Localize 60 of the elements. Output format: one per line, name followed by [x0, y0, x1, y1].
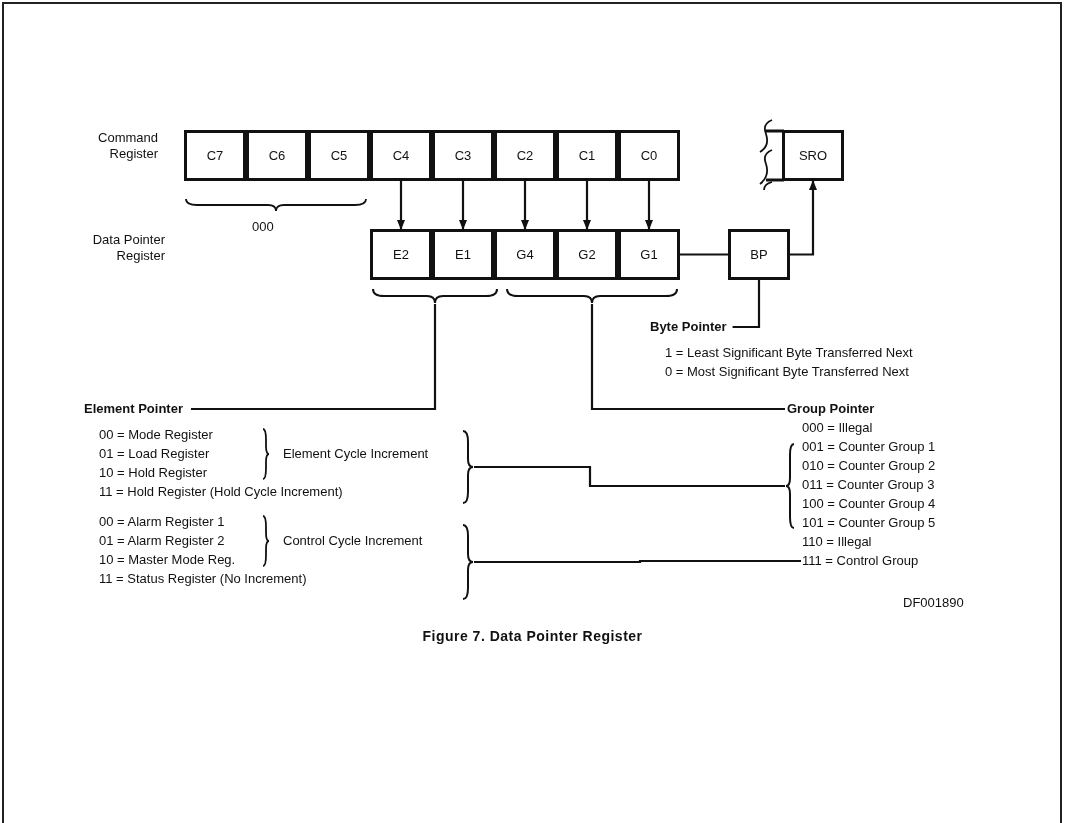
register-bit-cell: G4	[494, 229, 556, 280]
bracket-value: 000	[252, 219, 274, 235]
code-entry-text: 1 = Least Significant Byte Transferred Next	[665, 345, 913, 361]
register-bit-cell: C7	[184, 130, 246, 181]
arrow	[583, 181, 591, 230]
group-note-text: Control Cycle Increment	[283, 533, 423, 549]
register-bit-cell: C3	[432, 130, 494, 181]
code-entry-text: 110 = Illegal	[802, 534, 872, 550]
code-entry-text: 10 = Master Mode Reg.	[99, 552, 236, 568]
register-label: Data Pointer Register	[91, 232, 165, 264]
register-bit-cell: C5	[308, 130, 370, 181]
pointer-heading: Element Pointer	[84, 401, 183, 417]
register-bit-cell: E1	[432, 229, 494, 280]
code-entry-text: 01 = Alarm Register 2	[99, 533, 225, 549]
code-entry-text: 001 = Counter Group 1	[802, 439, 936, 455]
code-entry-text: 00 = Alarm Register 1	[99, 514, 225, 530]
arrow	[521, 181, 529, 230]
arrow	[790, 180, 817, 256]
curly-brace	[785, 443, 795, 529]
figure-caption: Figure 7. Data Pointer Register	[422, 628, 643, 644]
register-bit-cell: SRO	[782, 130, 844, 181]
connector-line	[590, 304, 785, 411]
connector-line	[190, 304, 437, 411]
code-entry-text: 011 = Counter Group 3	[802, 477, 935, 493]
pointer-heading: Group Pointer	[787, 401, 875, 417]
curly-brace	[372, 288, 498, 304]
arrow	[397, 181, 405, 230]
register-bit-cell: C4	[370, 130, 432, 181]
arrow	[645, 181, 653, 230]
code-entry-text: 0 = Most Significant Byte Transferred Next	[665, 364, 909, 380]
register-bit-cell: C0	[618, 130, 680, 181]
code-entry-text: 11 = Status Register (No Increment)	[99, 571, 307, 587]
connector-line	[732, 280, 761, 329]
register-bit-cell: G1	[618, 229, 680, 280]
register-bit-cell: C1	[556, 130, 618, 181]
code-entry-text: 10 = Hold Register	[99, 465, 208, 481]
connector-line	[474, 559, 801, 564]
code-entry-text: 01 = Load Register	[99, 446, 210, 462]
register-bit-cell: BP	[728, 229, 790, 280]
code-entry-text: 00 = Mode Register	[99, 427, 213, 443]
curly-brace	[462, 430, 474, 504]
drawing-number: DF001890	[903, 595, 964, 611]
code-entry-text: 11 = Hold Register (Hold Cycle Increment)	[99, 484, 343, 500]
register-label: Command Register	[97, 130, 158, 162]
register-bit-cell: C6	[246, 130, 308, 181]
register-bit-cell: E2	[370, 229, 432, 280]
curly-brace	[506, 288, 678, 304]
arrow	[459, 181, 467, 230]
pointer-heading: Byte Pointer	[650, 319, 727, 335]
code-entry-text: 101 = Counter Group 5	[802, 515, 936, 531]
group-note-text: Element Cycle Increment	[283, 446, 429, 462]
connector-line	[474, 465, 785, 488]
code-entry-text: 000 = Illegal	[802, 420, 873, 436]
code-entry-text: 111 = Control Group	[802, 553, 919, 569]
register-bit-cell: G2	[556, 229, 618, 280]
curly-brace	[462, 524, 474, 600]
code-entry-text: 010 = Counter Group 2	[802, 458, 936, 474]
code-entry-text: 100 = Counter Group 4	[802, 496, 936, 512]
connector-line	[680, 253, 728, 256]
register-bit-cell: C2	[494, 130, 556, 181]
